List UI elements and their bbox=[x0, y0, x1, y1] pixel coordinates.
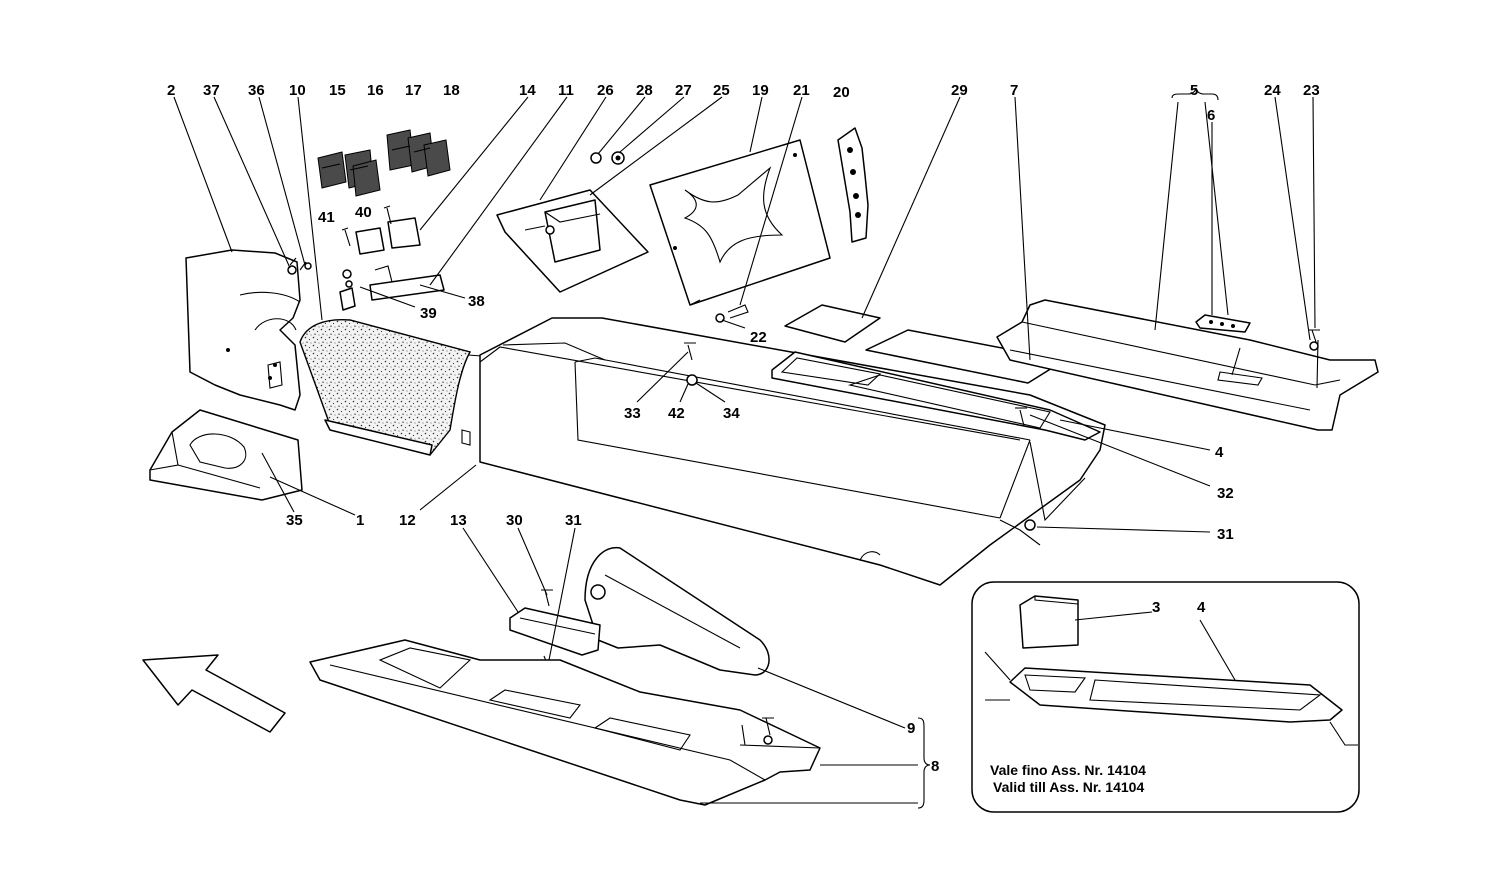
callout-9: 9 bbox=[907, 720, 915, 737]
part-foam-cover bbox=[299, 318, 483, 456]
callout-30: 30 bbox=[506, 512, 523, 529]
callout-40: 40 bbox=[355, 204, 372, 221]
part-small-brackets bbox=[287, 205, 445, 311]
callout-18: 18 bbox=[443, 82, 460, 99]
callout-2: 2 bbox=[167, 82, 175, 99]
callout-36: 36 bbox=[248, 82, 265, 99]
callout-13: 13 bbox=[450, 512, 467, 529]
callout-31b: 31 bbox=[565, 512, 582, 529]
inset-note-italian: Vale fino Ass. Nr. 14104 bbox=[990, 762, 1146, 778]
callout-17: 17 bbox=[405, 82, 422, 99]
callout-24: 24 bbox=[1264, 82, 1281, 99]
part-relays bbox=[317, 129, 451, 197]
callout-4-inset: 4 bbox=[1197, 599, 1206, 616]
front-direction-arrow-icon bbox=[142, 654, 286, 733]
inset-detail-box bbox=[971, 581, 1360, 813]
part-vertical-bracket bbox=[837, 127, 869, 243]
callout-19: 19 bbox=[752, 82, 769, 99]
callout-25: 25 bbox=[713, 82, 730, 99]
inset-notes: Vale fino Ass. Nr. 14104 Valid till Ass.… bbox=[990, 762, 1146, 795]
callout-1: 1 bbox=[356, 512, 364, 529]
callout-32: 32 bbox=[1217, 485, 1234, 502]
part-lower-tray bbox=[309, 639, 821, 806]
callout-26: 26 bbox=[597, 82, 614, 99]
part-center-console bbox=[461, 317, 1106, 586]
callout-27: 27 bbox=[675, 82, 692, 99]
callout-3-inset: 3 bbox=[1152, 599, 1160, 616]
callout-41: 41 bbox=[318, 209, 335, 226]
callout-15: 15 bbox=[329, 82, 346, 99]
callout-20: 20 bbox=[833, 84, 850, 101]
callout-28: 28 bbox=[636, 82, 653, 99]
callout-8: 8 bbox=[931, 758, 939, 775]
callout-39: 39 bbox=[420, 305, 437, 322]
callout-6: 6 bbox=[1207, 107, 1215, 124]
callout-14: 14 bbox=[519, 82, 536, 99]
callout-21: 21 bbox=[793, 82, 810, 99]
part-right-tray bbox=[996, 299, 1379, 431]
callout-34: 34 bbox=[723, 405, 740, 422]
part-handbrake-cover bbox=[584, 546, 770, 676]
callout-37: 37 bbox=[203, 82, 220, 99]
part-bottom-bracket bbox=[149, 409, 303, 501]
callout-11: 11 bbox=[558, 82, 574, 99]
callout-10: 10 bbox=[289, 82, 306, 99]
callout-23: 23 bbox=[1303, 82, 1320, 99]
callout-22: 22 bbox=[750, 329, 767, 346]
leader-lines bbox=[173, 87, 1319, 809]
callout-29: 29 bbox=[951, 82, 968, 99]
callout-16: 16 bbox=[367, 82, 384, 99]
inset-note-english: Valid till Ass. Nr. 14104 bbox=[993, 779, 1144, 795]
callout-4: 4 bbox=[1215, 444, 1224, 461]
callout-42: 42 bbox=[668, 405, 685, 422]
callout-5: 5 bbox=[1190, 82, 1198, 99]
callout-31a: 31 bbox=[1217, 526, 1234, 543]
callout-33: 33 bbox=[624, 405, 641, 422]
callout-38: 38 bbox=[468, 293, 485, 310]
callout-12: 12 bbox=[399, 512, 416, 529]
part-cross-plate bbox=[649, 139, 831, 323]
part-side-trim-panel bbox=[185, 249, 301, 411]
callout-35: 35 bbox=[286, 512, 303, 529]
callout-7: 7 bbox=[1010, 82, 1018, 99]
part-control-unit bbox=[496, 151, 649, 293]
callout-labels: 2 37 36 10 15 16 17 18 14 11 26 28 27 25… bbox=[167, 82, 1320, 775]
